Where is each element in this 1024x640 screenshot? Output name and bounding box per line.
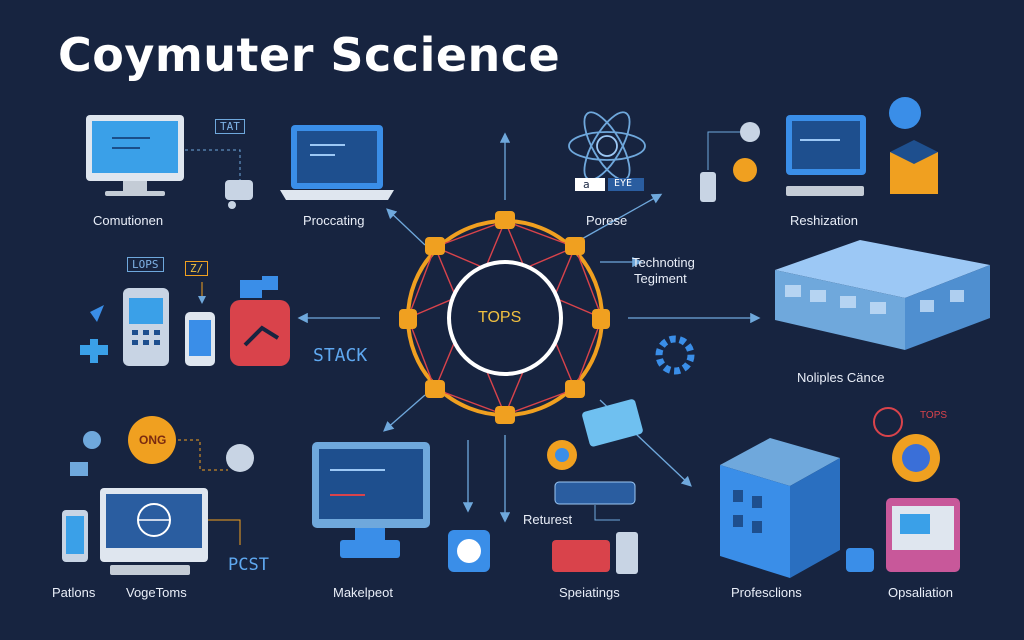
data-cube-icon: [775, 240, 990, 350]
workstation-icon: [700, 97, 938, 202]
hub-wheel: [399, 211, 610, 424]
label-speiatings: Speiatings: [559, 585, 620, 600]
tag-zz: Z/: [185, 261, 209, 276]
tag-alpha: a: [583, 178, 590, 191]
label-reshization: Reshization: [790, 213, 858, 228]
label-ong: ONG: [139, 433, 167, 447]
browser-window-icon: [873, 407, 960, 572]
label-tegiment: Tegiment: [634, 271, 687, 286]
connector-arrows: [297, 132, 761, 523]
tag-tat: TAT: [215, 119, 245, 134]
page-title: Coymuter Sccience: [58, 28, 561, 82]
tag-lops: LOPS: [127, 257, 164, 272]
laptop-icon: [280, 125, 394, 200]
label-makelpeot: Makelpeot: [333, 585, 393, 600]
network-computer-icon: [62, 416, 254, 575]
phone-devices-icon: [80, 276, 290, 366]
label-noliples: Noliples Cänce: [797, 370, 885, 385]
label-stack: STACK: [313, 345, 368, 366]
label-technoting: Technoting: [632, 255, 695, 270]
label-computer: Comutionen: [93, 213, 164, 228]
monitor-icon: [86, 115, 253, 209]
desktop-monitor-icon: [312, 442, 490, 572]
label-tops-small: TOPS: [920, 410, 948, 421]
label-vogetoms: VogeToms: [126, 585, 187, 600]
label-patlons: Patlons: [52, 585, 96, 600]
atom-icon: [568, 111, 646, 191]
label-opsaliation: Opsaliation: [888, 585, 954, 600]
label-returest: Returest: [523, 512, 573, 527]
label-processing: Proccating: [303, 213, 365, 228]
label-post: PCST: [228, 555, 269, 575]
tag-eye: EYE: [614, 178, 633, 189]
server-building-icon: [720, 438, 874, 578]
hub-label: TOPS: [478, 309, 522, 326]
label-professions: Profesclions: [731, 585, 802, 600]
label-process: Porese: [586, 213, 628, 228]
hardware-tools-icon: [547, 399, 643, 574]
gear-icon: [655, 335, 695, 375]
